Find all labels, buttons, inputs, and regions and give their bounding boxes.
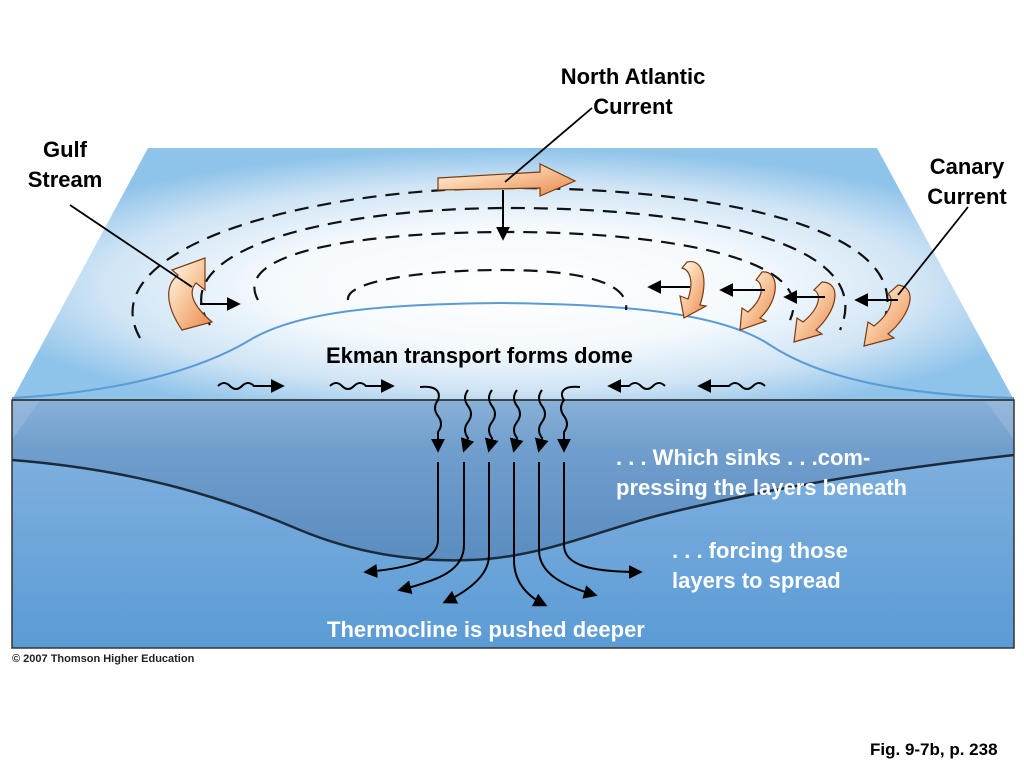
sinking-arrow-icon [419, 385, 581, 453]
ekman-arrow-icon [647, 280, 898, 307]
figure-reference: Fig. 9-7b, p. 238 [870, 740, 998, 759]
ekman-label: Ekman transport forms dome [326, 343, 633, 368]
spreading-arrow-icon [363, 462, 643, 607]
sinks-label: . . . Which sinks . . .com- pressing the… [616, 445, 907, 500]
thermocline-line [11, 453, 1015, 562]
ocean-surface [12, 148, 1014, 400]
canary-current-label: Canary Current [927, 154, 1007, 209]
gulf-stream-label: Gulf Stream [27, 137, 103, 192]
leader-lines [69, 107, 969, 296]
current-arrow-icon [168, 257, 214, 331]
north-atlantic-current-label: North Atlantic Current [560, 64, 706, 119]
ekman-arrow-icon [217, 379, 766, 393]
copyright-text: © 2007 Thomson Higher Education [12, 653, 195, 665]
thermocline-label: Thermocline is pushed deeper [327, 617, 645, 642]
forcing-label: . . . forcing those layers to spread [672, 538, 849, 593]
dome-outline [11, 301, 1015, 399]
